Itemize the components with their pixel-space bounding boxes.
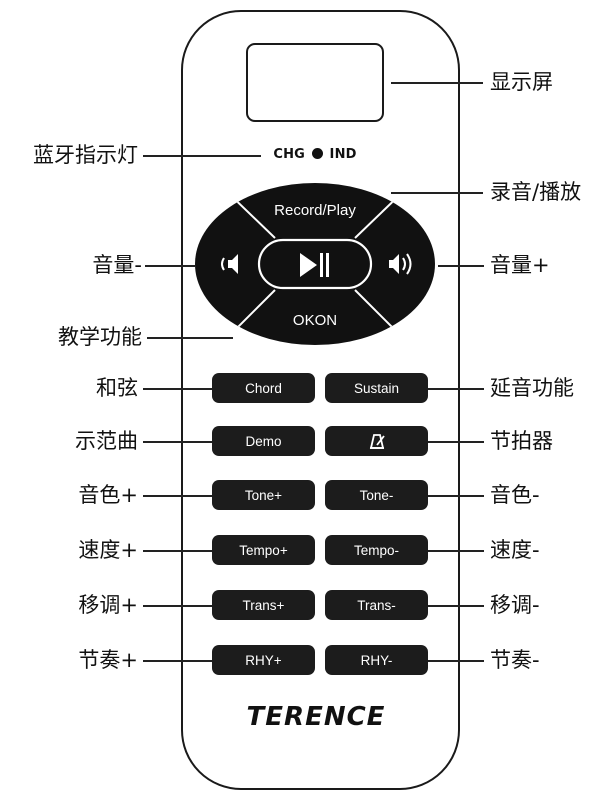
callout-line	[143, 441, 212, 443]
control-pad: Record/Play OKON	[195, 183, 435, 345]
trans-minus-button[interactable]: Trans-	[325, 590, 428, 620]
callout-line	[147, 337, 233, 339]
callout-tempo-minus: 速度-	[490, 538, 540, 562]
ind-label: IND	[329, 147, 357, 162]
metronome-icon	[369, 434, 385, 449]
callout-rhy-minus: 节奏-	[490, 648, 540, 672]
play-pause-icon	[300, 253, 329, 277]
rhy-plus-button[interactable]: RHY+	[212, 645, 315, 675]
callout-line	[143, 605, 212, 607]
callout-line	[143, 495, 212, 497]
chg-label: CHG	[273, 147, 306, 162]
brand-logo: TERENCE	[246, 702, 386, 732]
chord-button[interactable]: Chord	[212, 373, 315, 403]
callout-line	[428, 441, 484, 443]
callout-tempo-plus: 速度+	[78, 538, 138, 562]
callout-chord: 和弦	[96, 376, 138, 400]
callout-trans-plus: 移调+	[78, 593, 138, 617]
callout-line	[143, 660, 212, 662]
metronome-button[interactable]	[325, 426, 428, 456]
callout-trans-minus: 移调-	[490, 593, 540, 617]
callout-line	[428, 660, 484, 662]
rhy-minus-button[interactable]: RHY-	[325, 645, 428, 675]
callout-demo: 示范曲	[75, 429, 138, 453]
callout-sustain: 延音功能	[490, 376, 574, 400]
indicator-light-icon	[311, 148, 323, 159]
callout-line	[143, 155, 261, 157]
bluetooth-indicator: CHG IND	[250, 147, 380, 162]
callout-line	[428, 605, 484, 607]
callout-line	[145, 265, 195, 267]
callout-line	[143, 388, 212, 390]
callout-record-play: 录音/播放	[490, 180, 582, 204]
callout-bluetooth: 蓝牙指示灯	[33, 143, 138, 167]
callout-vol-down: 音量-	[92, 253, 142, 277]
callout-display: 显示屏	[490, 70, 553, 94]
callout-line	[391, 192, 483, 194]
callout-tone-minus: 音色-	[490, 483, 540, 507]
callout-line	[391, 82, 483, 84]
tone-minus-button[interactable]: Tone-	[325, 480, 428, 510]
tempo-plus-button[interactable]: Tempo+	[212, 535, 315, 565]
callout-vol-up: 音量+	[490, 253, 550, 277]
display-screen	[246, 43, 384, 122]
tone-plus-button[interactable]: Tone+	[212, 480, 315, 510]
volume-down-icon[interactable]	[221, 254, 238, 274]
callout-line	[428, 388, 484, 390]
callout-line	[428, 550, 484, 552]
callout-tone-plus: 音色+	[78, 483, 138, 507]
callout-line	[438, 265, 484, 267]
sustain-button[interactable]: Sustain	[325, 373, 428, 403]
trans-plus-button[interactable]: Trans+	[212, 590, 315, 620]
callout-teaching: 教学功能	[58, 325, 142, 349]
callout-line	[428, 495, 484, 497]
volume-up-icon[interactable]	[389, 253, 412, 275]
record-play-label[interactable]: Record/Play	[274, 202, 356, 219]
callout-rhy-plus: 节奏+	[78, 648, 138, 672]
okon-label[interactable]: OKON	[293, 312, 337, 329]
tempo-minus-button[interactable]: Tempo-	[325, 535, 428, 565]
demo-button[interactable]: Demo	[212, 426, 315, 456]
callout-metronome: 节拍器	[490, 429, 553, 453]
callout-line	[143, 550, 212, 552]
